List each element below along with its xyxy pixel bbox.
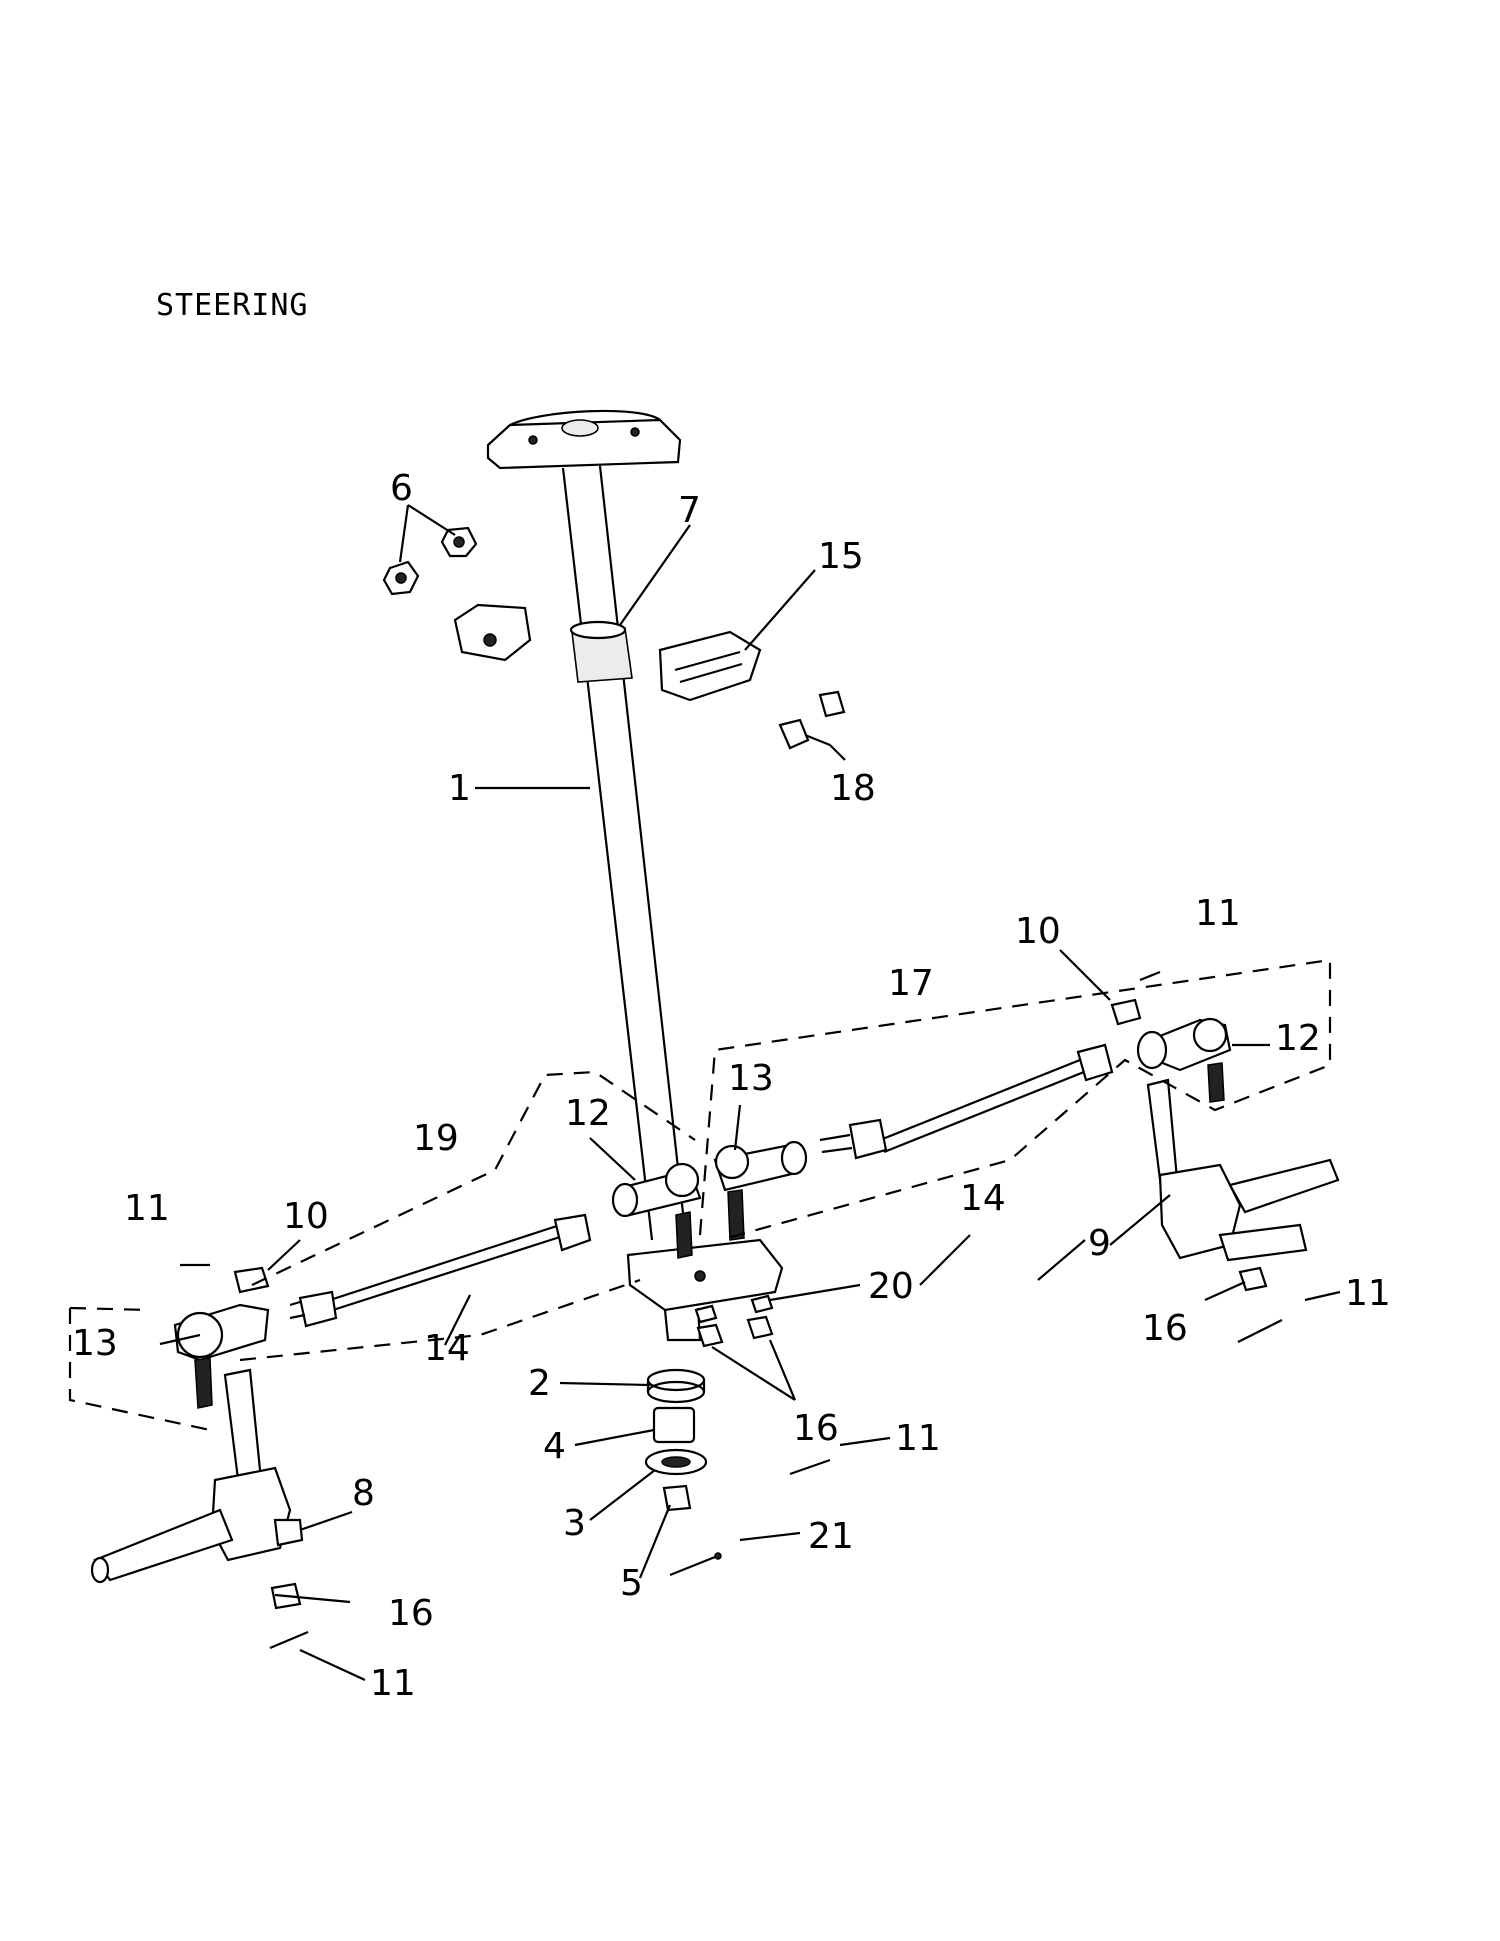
callout-13-left: 13: [72, 1323, 118, 1364]
callout-9: 9: [1088, 1223, 1111, 1264]
callout-20: 20: [868, 1266, 914, 1307]
callout-14-right: 14: [960, 1178, 1006, 1219]
callout-8: 8: [352, 1473, 375, 1514]
callout-12-center: 12: [565, 1093, 611, 1134]
steering-column: [486, 409, 784, 1342]
callout-7: 7: [678, 490, 701, 531]
nuts-part-16-center: [694, 1294, 774, 1348]
callout-12-right: 12: [1275, 1018, 1321, 1059]
callout-11-left-bottom: 11: [370, 1663, 416, 1704]
callout-14-left: 14: [424, 1328, 470, 1369]
callout-10-left: 10: [283, 1196, 329, 1237]
nuts-part-6: [382, 526, 478, 596]
tie-rod-right: [819, 1043, 1114, 1160]
callout-11-center: 11: [895, 1418, 941, 1459]
callout-6: 6: [390, 468, 413, 509]
callout-2: 2: [528, 1363, 551, 1404]
bearing-stack: [644, 1368, 708, 1512]
callout-3: 3: [563, 1503, 586, 1544]
tie-rod-end-right: [1110, 998, 1232, 1103]
callout-16-center: 16: [793, 1408, 839, 1449]
callout-11-right-bottom: 11: [1345, 1273, 1391, 1314]
spindle-right: [1146, 1078, 1340, 1292]
callout-16-right: 16: [1142, 1308, 1188, 1349]
assembly-outline-17: [698, 958, 1332, 1242]
callout-11-right-top: 11: [1195, 893, 1241, 934]
callout-21: 21: [808, 1516, 854, 1557]
assembly-outline-19: [68, 1070, 696, 1432]
callout-5: 5: [620, 1563, 643, 1604]
page-title: STEERING: [156, 288, 309, 323]
spindle-left: [90, 1368, 304, 1610]
tie-rod-left: [289, 1213, 592, 1328]
callout-16-left: 16: [388, 1593, 434, 1634]
cotter-pins: [180, 970, 1283, 1650]
callout-labels: 1 2 3 4 5 6 7 8 9 10 10 11 11 11 11 11 1…: [72, 468, 1391, 1704]
callout-4: 4: [543, 1426, 566, 1467]
callout-13-center: 13: [728, 1058, 774, 1099]
caps-part-18: [778, 690, 846, 750]
callout-10-right: 10: [1015, 911, 1061, 952]
callout-17: 17: [888, 963, 934, 1004]
handlebar-clamp: [453, 603, 762, 702]
callout-18: 18: [830, 768, 876, 809]
callout-11-left: 11: [124, 1188, 170, 1229]
tie-rod-ends-center: [611, 1140, 808, 1259]
callout-19: 19: [413, 1118, 459, 1159]
callout-15: 15: [818, 536, 864, 577]
leader-lines: [159, 504, 1341, 1681]
callout-1: 1: [448, 768, 471, 809]
